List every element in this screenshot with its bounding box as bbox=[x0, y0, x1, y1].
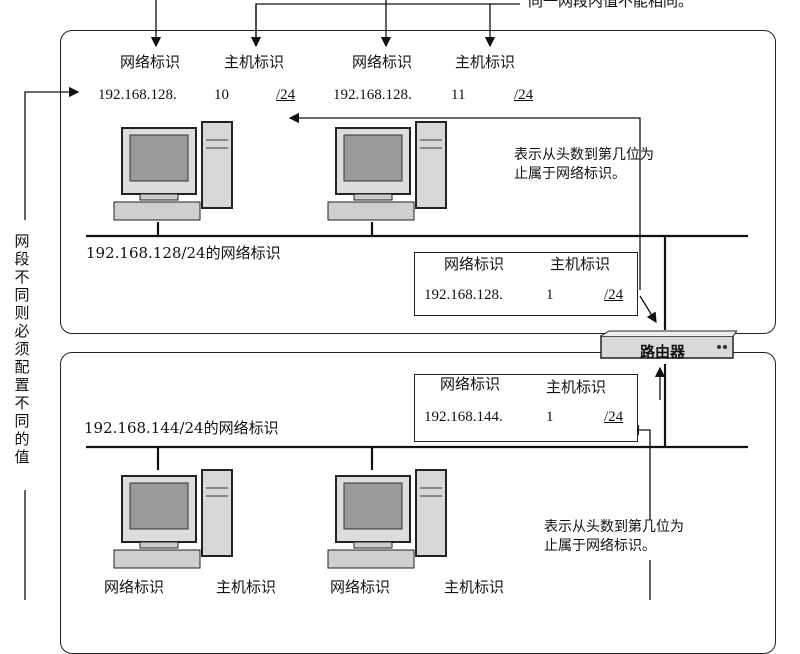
computer-icon bbox=[326, 468, 451, 573]
router-if-bottom-prefix: /24 bbox=[604, 409, 624, 425]
host-1-host-part: 10 bbox=[214, 87, 229, 103]
host-id-label-host-1: 主机标识 bbox=[224, 53, 285, 71]
router-interface-top bbox=[414, 252, 638, 316]
host-1-network-part: 192.168.128. bbox=[98, 87, 177, 103]
host-id-label-host-3: 主机标识 bbox=[216, 578, 277, 596]
host-id-label-host-4: 主机标识 bbox=[444, 578, 505, 596]
router-if-bottom-network-label: 网络标识 bbox=[440, 375, 501, 393]
host-2-network-part: 192.168.128. bbox=[333, 87, 412, 103]
router-if-top-host-part: 1 bbox=[546, 287, 554, 303]
router-if-top-network-part: 192.168.128. bbox=[424, 287, 503, 303]
bottom-network-caption: 192.168.144/24的网络标识 bbox=[84, 419, 279, 437]
network-segment-top bbox=[60, 30, 776, 334]
top-network-caption: 192.168.128/24的网络标识 bbox=[86, 244, 281, 262]
router-interface-bottom bbox=[414, 374, 638, 442]
host-2-prefix: /24 bbox=[514, 87, 534, 103]
network-id-label-host-1: 网络标识 bbox=[120, 53, 181, 71]
network-id-label-host-4: 网络标识 bbox=[330, 578, 391, 596]
top-note: 同一网段内值不能相同。 bbox=[528, 0, 694, 10]
network-id-label-host-2: 网络标识 bbox=[352, 53, 413, 71]
network-id-label-host-3: 网络标识 bbox=[104, 578, 165, 596]
router-label: 路由器 bbox=[640, 343, 686, 361]
router-icon bbox=[597, 330, 737, 364]
prefix-note-bottom: 表示从头数到第几位为止属于网络标识。 bbox=[544, 519, 684, 554]
computer-icon bbox=[112, 468, 237, 573]
computer-icon bbox=[326, 120, 451, 225]
host-2-host-part: 11 bbox=[451, 87, 466, 103]
side-note: 网段不同则必须配置不同的值 bbox=[14, 232, 30, 466]
router-if-bottom-network-part: 192.168.144. bbox=[424, 409, 503, 425]
prefix-note-top: 表示从头数到第几位为止属于网络标识。 bbox=[514, 147, 654, 182]
host-id-label-host-2: 主机标识 bbox=[455, 53, 516, 71]
router-if-bottom-host-label: 主机标识 bbox=[546, 378, 607, 396]
router-if-top-network-label: 网络标识 bbox=[444, 255, 505, 273]
host-1-prefix: /24 bbox=[276, 87, 296, 103]
router-if-top-host-label: 主机标识 bbox=[550, 255, 611, 273]
router-if-bottom-host-part: 1 bbox=[546, 409, 554, 425]
router-if-top-prefix: /24 bbox=[604, 287, 624, 303]
computer-icon bbox=[112, 120, 237, 225]
